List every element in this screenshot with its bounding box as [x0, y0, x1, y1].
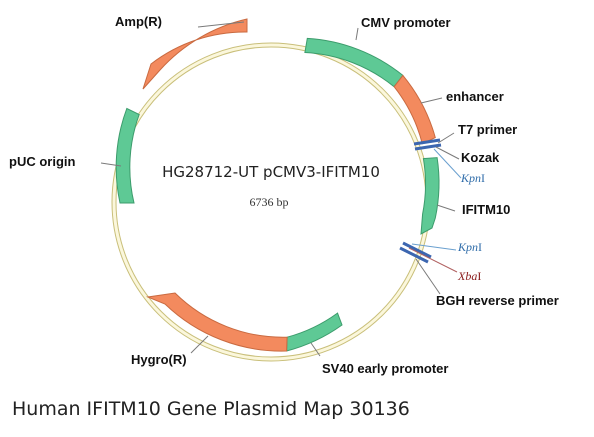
label-t7-primer: T7 primer — [458, 122, 517, 137]
leader-kpni-2 — [411, 243, 457, 251]
label-puc-origin: pUC origin — [9, 154, 75, 169]
map-caption: Human IFITM10 Gene Plasmid Map 30136 — [12, 398, 410, 420]
label-xbai: XbaI — [457, 269, 481, 283]
label-amp-r: Amp(R) — [115, 14, 162, 29]
leader-kpni-1 — [433, 148, 462, 179]
label-kozak: Kozak — [461, 150, 500, 165]
label-hygro-r: Hygro(R) — [131, 352, 187, 367]
feature-hygro-r — [145, 292, 288, 352]
feature-cmv-promoter — [304, 37, 404, 88]
label-enhancer: enhancer — [446, 89, 504, 104]
label-sv40-early-promoter: SV40 early promoter — [322, 361, 448, 376]
leader-bgh — [415, 258, 441, 295]
leader-enhancer — [420, 97, 443, 104]
feature-puc-origin — [115, 107, 140, 204]
leader-sv40 — [310, 342, 321, 357]
label-bgh-reverse-primer: BGH reverse primer — [436, 293, 559, 308]
bgh-primer-marker — [399, 241, 432, 264]
leader-kozak — [435, 146, 460, 160]
feature-ifitm10 — [420, 157, 440, 235]
label-cmv-promoter: CMV promoter — [361, 15, 451, 30]
leader-ifitm10 — [436, 204, 456, 212]
label-ifitm10: IFITM10 — [462, 202, 510, 217]
leader-t7 — [437, 132, 455, 144]
label-kpni-2: KpnI — [457, 240, 482, 254]
leader-amp-r — [197, 21, 245, 28]
leader-cmv — [355, 27, 359, 41]
leader-puc — [100, 162, 122, 167]
leader-xbai — [408, 247, 458, 273]
t7-primer-marker — [413, 138, 442, 151]
plasmid-name: HG28712-UT pCMV3-IFITM10 — [162, 163, 380, 181]
leader-hygro — [190, 335, 209, 354]
plasmid-size: 6736 bp — [250, 195, 289, 209]
feature-amp-r — [142, 18, 248, 90]
label-kpni-1: KpnI — [460, 171, 485, 185]
